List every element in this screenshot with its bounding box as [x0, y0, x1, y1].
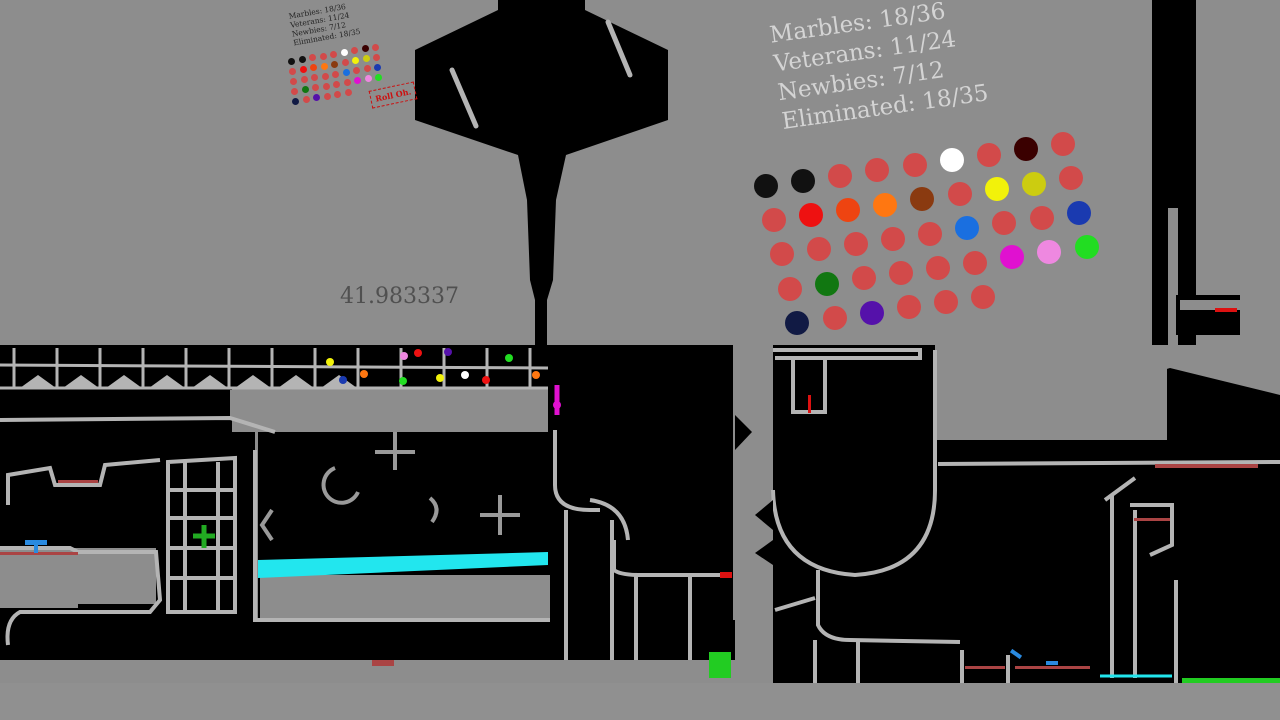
- roster-marble: [822, 305, 847, 330]
- mini-roster-marble: [330, 50, 337, 58]
- roster-marble: [1074, 234, 1099, 259]
- roster-marble: [971, 284, 996, 309]
- funnel-baffles: [449, 19, 633, 129]
- roster-marble: [1029, 205, 1054, 230]
- mini-roster-marble: [309, 54, 316, 62]
- roster-marble: [814, 271, 839, 296]
- mini-roster-marble: [298, 56, 306, 64]
- roster-marble: [873, 192, 898, 217]
- roster-marble: [902, 153, 927, 178]
- mini-roster-marble: [299, 66, 307, 74]
- roster-marble: [859, 300, 884, 325]
- goal-block: [709, 652, 731, 678]
- mini-roster-marble: [362, 55, 370, 63]
- roster-marble: [785, 310, 810, 335]
- roster-marble: [798, 203, 823, 228]
- roster-marble: [777, 276, 802, 301]
- mini-roster-marble: [331, 60, 338, 68]
- roster-marble: [761, 208, 786, 233]
- mini-roster-marble: [312, 84, 319, 92]
- mini-roster-marble: [310, 64, 317, 72]
- roster-marble: [1037, 240, 1062, 265]
- mini-roster-marble: [313, 94, 320, 102]
- roster-marble: [963, 250, 988, 275]
- roster-marble: [955, 216, 980, 241]
- mini-roster-marble: [322, 82, 330, 90]
- top-funnel: [415, 0, 668, 345]
- mini-roster-marble: [364, 75, 372, 83]
- mini-roster-marble: [301, 86, 309, 94]
- mini-roster-marble: [321, 72, 329, 80]
- mini-roster-marble: [300, 76, 308, 84]
- roster-marble: [1058, 166, 1083, 191]
- obstacles: [259, 432, 520, 542]
- mini-roster-marble: [353, 67, 360, 75]
- mini-roster-marble: [323, 92, 331, 100]
- mini-roster-marble: [340, 49, 348, 56]
- roster-marble: [851, 266, 876, 291]
- race-marbles: [326, 348, 561, 415]
- mini-roster-marble: [292, 98, 299, 105]
- mini-roster-marble: [372, 43, 379, 51]
- mini-roster-marble: [374, 63, 381, 71]
- mini-roster-marble: [311, 74, 318, 82]
- roster-marble: [754, 174, 778, 198]
- mini-roster-marble: [289, 68, 296, 75]
- mini-roster-marble: [351, 47, 358, 55]
- finish-line: [1182, 678, 1280, 683]
- roster-marble: [1051, 132, 1076, 157]
- roster-marble: [791, 168, 816, 193]
- roster-marble: [896, 295, 921, 320]
- mini-roster-marble: [343, 79, 351, 86]
- mini-roster-marble: [375, 73, 382, 81]
- roster-marble: [843, 232, 868, 257]
- roster-marble: [1066, 200, 1091, 225]
- roster-marble: [947, 182, 972, 207]
- mini-roster-marble: [290, 78, 297, 85]
- mini-roster-marble: [354, 77, 361, 85]
- roster-marble: [806, 237, 831, 262]
- roster-marble: [865, 158, 890, 183]
- roster-marble: [888, 261, 913, 286]
- track-rails: [0, 348, 1280, 683]
- roster-marble: [939, 147, 964, 172]
- mini-roster-marble: [342, 69, 350, 76]
- roster-marble: [1013, 137, 1038, 162]
- roster-marble: [828, 163, 853, 188]
- roster-marble: [992, 211, 1017, 236]
- roster-marble: [910, 187, 935, 212]
- mini-roster-marble: [363, 65, 371, 73]
- mini-roster-marble: [319, 52, 327, 60]
- mini-roster-marble: [291, 88, 298, 95]
- roster-marble: [976, 142, 1001, 167]
- roster-marble: [984, 176, 1009, 201]
- roster-marble: [769, 242, 794, 267]
- roster-marble: [1000, 245, 1025, 270]
- roster-marble: [881, 226, 906, 251]
- mini-roster-marble: [373, 53, 380, 61]
- race-timer: 41.983337: [340, 284, 459, 309]
- roster-marble: [926, 255, 951, 280]
- mini-roster-marble: [344, 89, 352, 96]
- roster-marble: [918, 221, 943, 246]
- mini-roster-marble: [341, 59, 349, 66]
- mini-roster-marble: [288, 58, 295, 65]
- mini-roster-marble: [320, 62, 328, 70]
- roster-marble: [1021, 171, 1046, 196]
- roster-marble: [836, 197, 861, 222]
- mini-roster-marble: [352, 57, 359, 65]
- roster-marble: [933, 290, 958, 315]
- mini-roster-marble: [334, 90, 341, 98]
- water-strip: [258, 552, 548, 578]
- mini-roster-marble: [332, 70, 339, 78]
- mini-roster-marble: [333, 80, 340, 88]
- mini-roster-marble: [361, 45, 369, 53]
- mini-roster-marble: [302, 96, 310, 104]
